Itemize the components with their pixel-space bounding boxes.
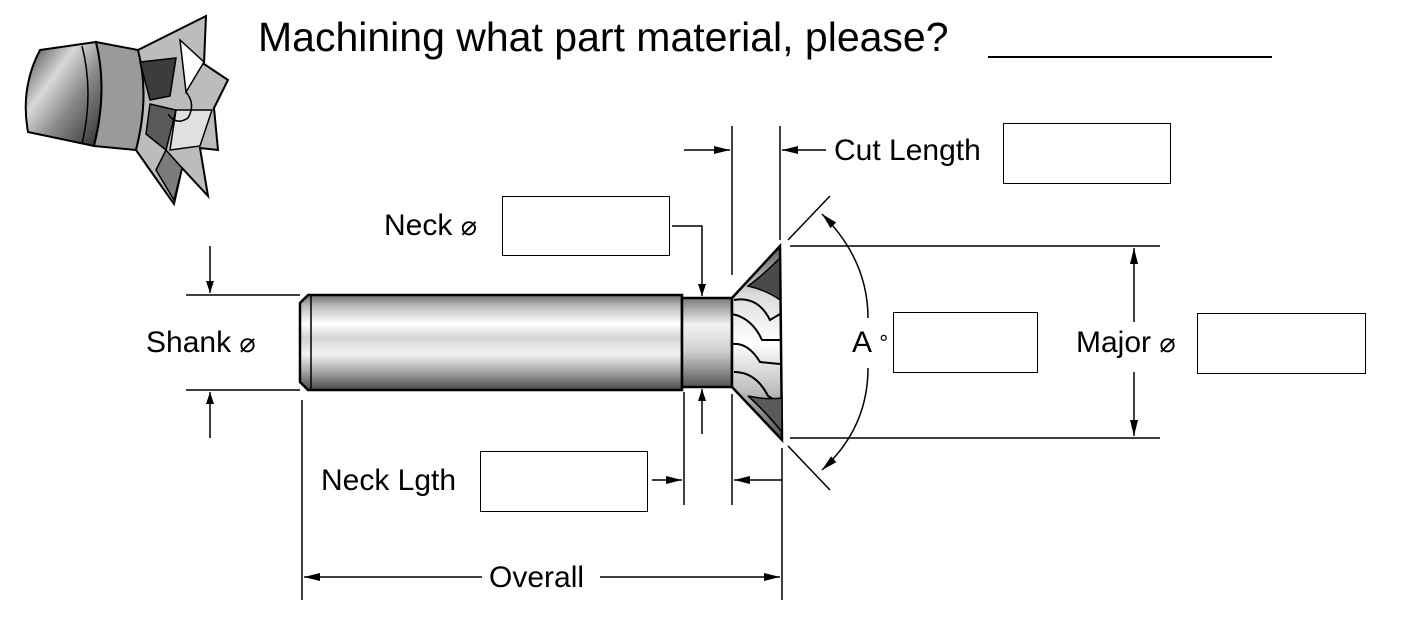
angle-text: A — [852, 326, 871, 359]
title-question: Machining what part material, please? — [258, 14, 949, 60]
degree-symbol-icon: ° — [878, 331, 889, 355]
major-diameter-label: Major ⌀ — [1076, 328, 1176, 359]
extension-lines — [186, 126, 1160, 600]
cut-length-field[interactable] — [1003, 123, 1171, 184]
neck-length-field[interactable] — [480, 451, 648, 512]
diameter-symbol-icon: ⌀ — [460, 211, 477, 242]
neck-diameter-field[interactable] — [502, 196, 670, 256]
overall-text: Overall — [489, 561, 585, 594]
major-diameter-field[interactable] — [1197, 313, 1366, 374]
neck-body — [680, 296, 734, 389]
cutting-head — [730, 242, 784, 444]
shank-diameter-label: Shank ⌀ — [146, 328, 256, 359]
cut-length-text: Cut Length — [834, 134, 981, 167]
neck-diameter-text: Neck — [384, 209, 453, 242]
diameter-symbol-icon: ⌀ — [1159, 328, 1176, 359]
neck-length-label: Neck Lgth — [321, 466, 456, 496]
material-answer[interactable] — [990, 16, 1272, 56]
neck-length-text: Neck Lgth — [321, 464, 457, 497]
diameter-symbol-icon: ⌀ — [239, 328, 256, 359]
overall-label: Overall — [489, 563, 584, 593]
shank-body — [298, 293, 684, 392]
major-diameter-text: Major — [1076, 326, 1152, 359]
neck-diameter-label: Neck ⌀ — [384, 211, 477, 242]
angle-field[interactable] — [893, 312, 1038, 373]
cutter-3d-icon — [24, 14, 230, 207]
angle-label: A ° — [852, 328, 889, 358]
cut-length-label: Cut Length — [834, 136, 981, 166]
shank-diameter-text: Shank — [146, 326, 232, 359]
page-title: Machining what part material, please? — [258, 14, 949, 60]
dimension-lines — [206, 146, 1138, 581]
